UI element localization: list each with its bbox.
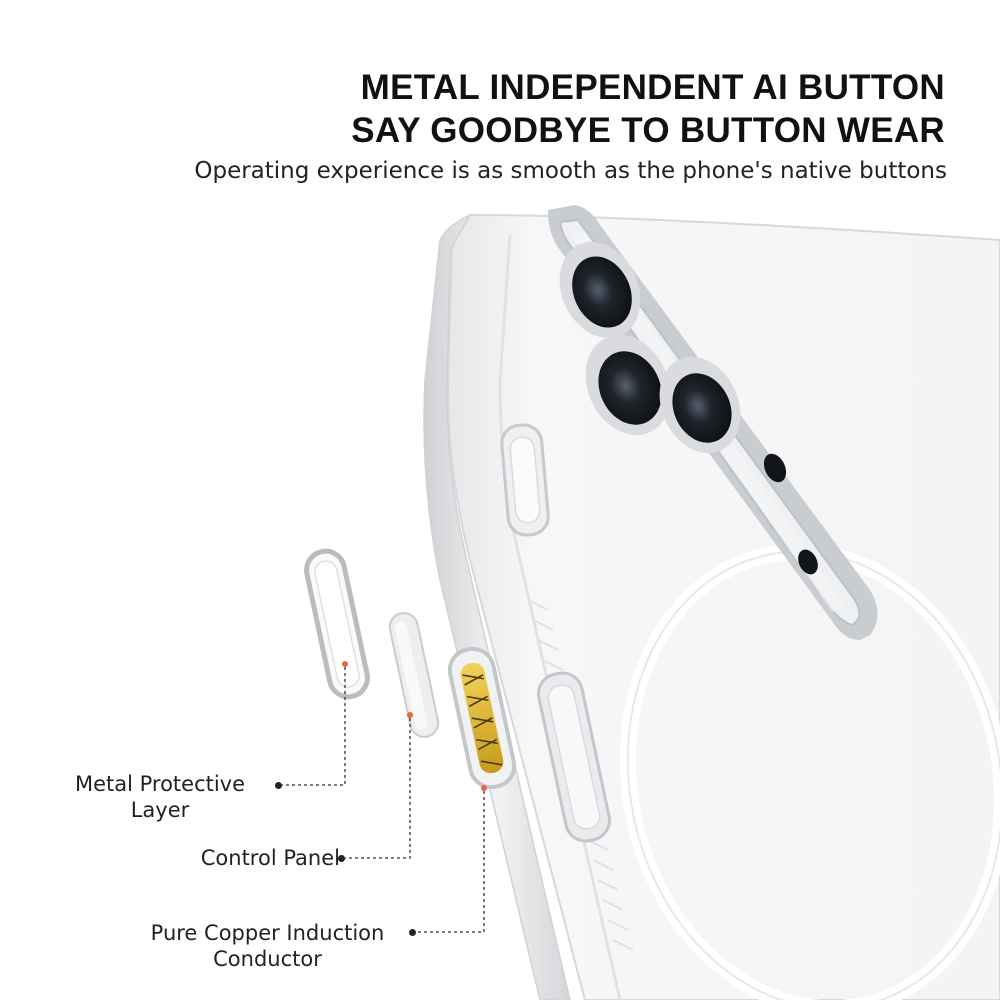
callout-metal-protective-layer: Metal Protective Layer: [55, 771, 265, 823]
control-panel-part: [388, 612, 440, 738]
callout-control-panel: Control Panel: [200, 846, 340, 870]
callout-copper-line-1: Pure Copper Induction: [150, 921, 385, 945]
sensor-icon: [798, 549, 818, 575]
control-panel-marker: [407, 712, 413, 718]
leader-lines: [282, 667, 485, 933]
control-panel-dot: [338, 855, 345, 862]
metal-protective-layer-part: [304, 548, 370, 700]
copper-induction-conductor-part: [447, 646, 517, 790]
camera-lens-2: [585, 334, 671, 436]
headline: METAL INDEPENDENT AI BUTTON SAY GOODBYE …: [351, 66, 945, 152]
copper-conductor-dot: [409, 929, 416, 936]
callout-copper-conductor: Pure Copper Induction Conductor: [130, 920, 405, 972]
metal-layer-marker: [342, 661, 348, 667]
headline-line-2: SAY GOODBYE TO BUTTON WEAR: [351, 111, 945, 150]
subtitle: Operating experience is as smooth as the…: [194, 158, 947, 184]
callout-copper-line-2: Conductor: [213, 947, 322, 971]
flash-icon: [763, 453, 787, 483]
camera-module: [548, 205, 878, 640]
headline-line-1: METAL INDEPENDENT AI BUTTON: [360, 68, 945, 107]
metal-layer-dot: [275, 782, 282, 789]
camera-lens-1: [559, 241, 641, 339]
callout-metal-line-2: Layer: [130, 798, 190, 822]
camera-lens-3: [659, 356, 741, 454]
copper-conductor-marker: [481, 785, 487, 791]
callout-metal-line-1: Metal Protective: [74, 772, 246, 796]
